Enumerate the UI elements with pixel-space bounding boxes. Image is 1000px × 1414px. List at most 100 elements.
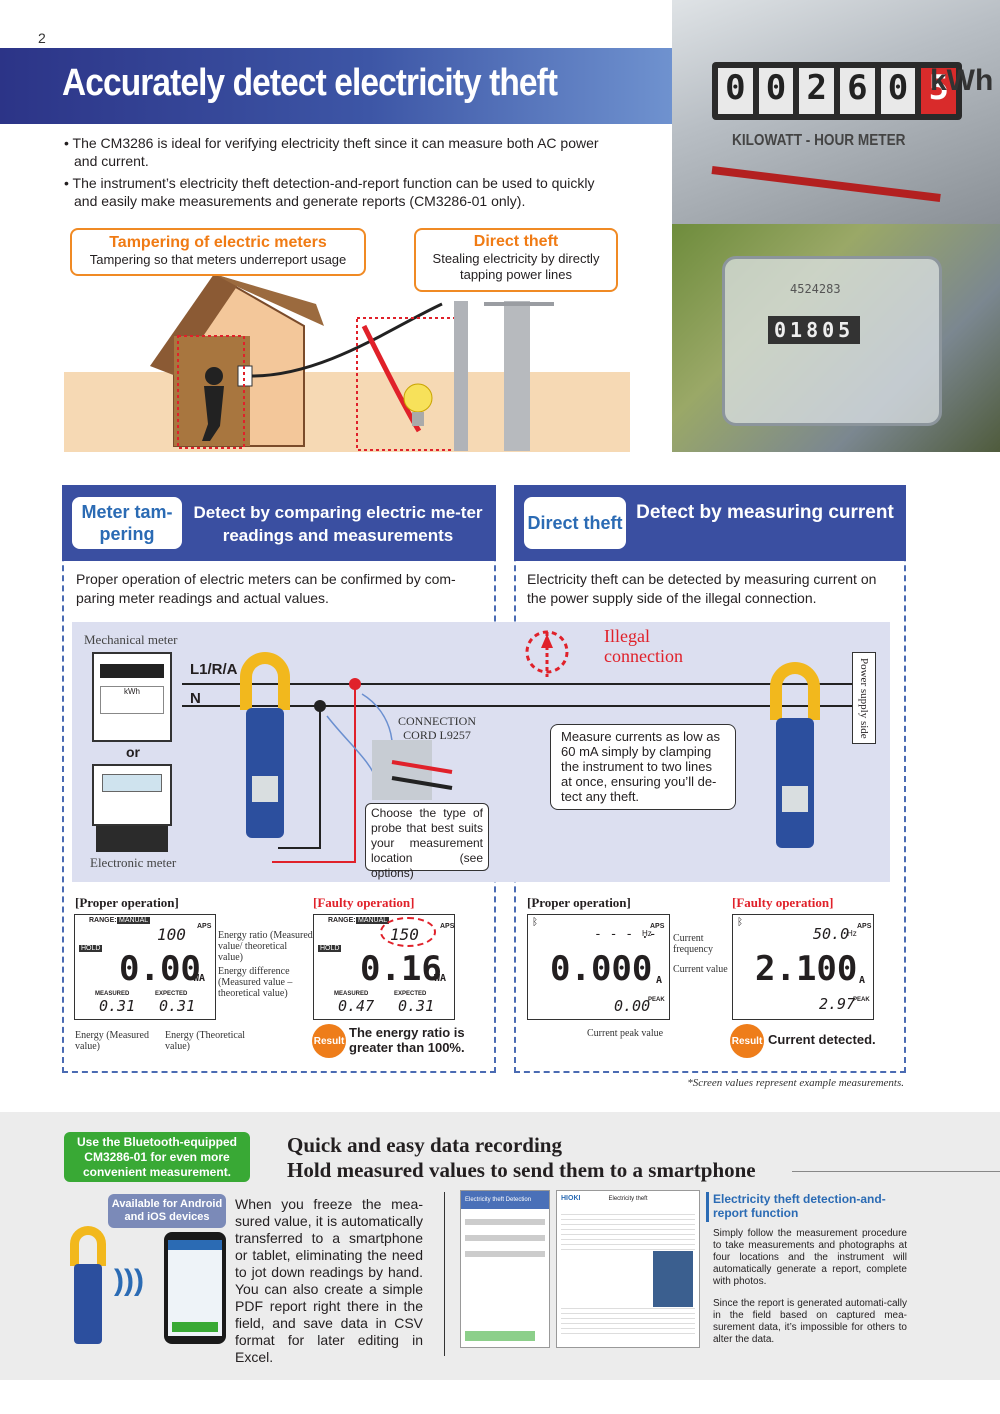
page-title: Accurately detect electricity theft xyxy=(62,62,558,104)
bluetooth-icon: ᛒ xyxy=(532,917,538,928)
ann-energy-ratio: Energy ratio (Measured value/ theoretica… xyxy=(218,930,313,963)
report-paragraph-2: Since the report is generated automati-c… xyxy=(713,1298,907,1345)
line-l1-label: L1/R/A xyxy=(190,661,238,678)
bottom-heading-2: Hold measured values to send them to a s… xyxy=(287,1158,756,1182)
lcd-peak-label: PEAK xyxy=(853,997,870,1003)
left-panel-header: Meter tam-pering Detect by comparing ele… xyxy=(62,485,496,561)
lcd-main-value: 0.00 xyxy=(119,949,201,989)
left-panel-tag: Meter tam-pering xyxy=(72,497,182,549)
result-badge-right: Result xyxy=(730,1024,764,1058)
callout-direct: Direct theft Stealing electricity by dir… xyxy=(414,228,618,292)
intro-bullets: • The CM3286 is ideal for verifying elec… xyxy=(60,134,620,214)
heading-rule xyxy=(792,1171,1000,1172)
lcd-expected-value: 0.31 xyxy=(398,997,435,1015)
result-badge-left: Result xyxy=(312,1024,346,1058)
lcd-aps: APS xyxy=(197,923,212,930)
ratio-highlight xyxy=(380,917,436,947)
meter-serial: 4524283 xyxy=(790,282,841,296)
lcd-range: RANGE: xyxy=(89,917,117,924)
lcd-manual: MANUAL xyxy=(117,917,151,924)
right-panel-header: Direct theft Detect by measuring current xyxy=(514,485,906,561)
ann-current-peak: Current peak value xyxy=(587,1028,664,1039)
lcd-left-proper: RANGE: MANUAL APS 100 HOLD 0.00 WA MEASU… xyxy=(74,914,216,1020)
column-divider xyxy=(444,1192,445,1356)
right-proper-label: [Proper operation] xyxy=(527,895,631,910)
ann-energy-diff: Energy difference (Measured value – theo… xyxy=(218,966,293,999)
illegal-connection-label: Illegal connection xyxy=(604,626,683,666)
lcd-ratio: 100 xyxy=(157,925,186,944)
report-heading-bar xyxy=(706,1192,709,1222)
left-panel-text: Proper operation of electric meters can … xyxy=(76,571,456,606)
lcd-aps: APS xyxy=(440,923,455,930)
report-heading: Electricity theft detection-and-report f… xyxy=(713,1192,886,1220)
meter-digit-red: 5 xyxy=(921,68,957,114)
callout-tampering-text: Tampering so that meters underreport usa… xyxy=(89,252,347,267)
lcd-measured-label: MEASURED xyxy=(334,991,369,997)
lcd-unit: A xyxy=(859,975,866,986)
lcd-expected-label: EXPECTED xyxy=(394,991,427,997)
lcd-expected-label: EXPECTED xyxy=(155,991,188,997)
bluetooth-icon: ᛒ xyxy=(737,917,743,928)
lcd-peak-value: 2.97 xyxy=(819,995,856,1013)
lcd-measured-label: MEASURED xyxy=(95,991,130,997)
meter-reading: 01805 xyxy=(768,316,861,344)
lcd-aps: APS xyxy=(650,923,665,930)
lcd-measured-value: 0.31 xyxy=(99,997,136,1015)
report-paragraph-1: Simply follow the measurement procedure … xyxy=(713,1228,907,1287)
ann-energy-theoretical: Energy (Theoretical value) xyxy=(165,1030,246,1052)
availability-badge: Available for Android and iOS devices xyxy=(108,1194,226,1228)
meter-digit: 0 xyxy=(758,68,794,114)
lcd-range: RANGE: xyxy=(328,917,356,924)
lcd-main-value: 0.16 xyxy=(360,949,442,989)
ground-strip xyxy=(64,372,630,452)
lcd-manual: MANUAL xyxy=(356,917,390,924)
bottom-paragraph: When you freeze the mea-sured value, it … xyxy=(235,1196,423,1365)
app-screenshot: Electricity theft Detection xyxy=(460,1190,550,1348)
left-faulty-label: [Faulty operation] xyxy=(313,895,415,910)
callout-direct-text: Stealing electricity by directly tapping… xyxy=(432,251,600,282)
meter-digit: 2 xyxy=(799,68,835,114)
ann-energy-measured: Energy (Measured value) xyxy=(75,1030,149,1052)
report-title: Electricity theft xyxy=(608,1196,648,1202)
line-n-label: N xyxy=(190,690,201,707)
connection-cord-label: CONNECTION CORD L9257 xyxy=(398,714,476,742)
title-banner: Accurately detect electricity theft xyxy=(0,48,672,124)
smartphone-image xyxy=(164,1232,226,1344)
old-meter-photo: 4524283 01805 xyxy=(672,224,1000,452)
lcd-peak-value: 0.00 xyxy=(614,997,651,1015)
lcd-main-value: 0.000 xyxy=(550,949,653,989)
lcd-hz: Hz xyxy=(847,929,857,938)
wiring-lines xyxy=(182,630,852,863)
lcd-unit: A xyxy=(656,975,663,986)
lcd-peak-label: PEAK xyxy=(648,997,665,1003)
kwh-unit: kWh xyxy=(930,64,994,97)
bottom-heading-1: Quick and easy data recording xyxy=(287,1133,562,1157)
lcd-hold: HOLD xyxy=(79,945,103,952)
lcd-expected-value: 0.31 xyxy=(159,997,196,1015)
mechanical-meter: kWh xyxy=(92,652,172,742)
clamp-meter-bottom xyxy=(66,1226,110,1344)
right-faulty-label: [Faulty operation] xyxy=(732,895,834,910)
clamp-meter-right xyxy=(762,662,826,848)
lcd-hold: HOLD xyxy=(318,945,342,952)
callout-direct-heading: Direct theft xyxy=(473,233,559,250)
lcd-main-value: 2.100 xyxy=(755,949,858,989)
bullet-item: • The CM3286 is ideal for verifying elec… xyxy=(64,135,599,169)
ann-current-value: Current value xyxy=(673,964,728,975)
right-panel-title: Detect by measuring current xyxy=(636,502,894,523)
right-panel-text: Electricity theft can be detected by mea… xyxy=(527,571,877,606)
lcd-unit: WA xyxy=(193,973,206,984)
callout-tampering-heading: Tampering of electric meters xyxy=(109,234,327,251)
left-proper-label: [Proper operation] xyxy=(75,895,179,910)
probe-note: Choose the type of probe that best suits… xyxy=(365,803,489,880)
report-screenshot: HIOKI Electricity theft xyxy=(556,1190,700,1348)
ann-current-frequency: Current frequency xyxy=(673,933,713,955)
lcd-right-faulty: ᛒ APS 50.0 Hz 2.100 A 2.97 PEAK xyxy=(732,914,874,1020)
lcd-unit: WA xyxy=(434,973,447,984)
callout-tampering: Tampering of electric meters Tampering s… xyxy=(70,228,366,276)
mech-meter-label: Mechanical meter xyxy=(84,632,178,647)
lcd-frequency: 50.0 xyxy=(813,925,850,943)
kwh-meter-photo: 0 0 2 6 0 5 kWh KILOWATT - HOUR METER xyxy=(672,0,1000,224)
theft-illustration xyxy=(150,274,554,451)
result-text-left: The energy ratio is greater than 100%. xyxy=(349,1025,465,1055)
